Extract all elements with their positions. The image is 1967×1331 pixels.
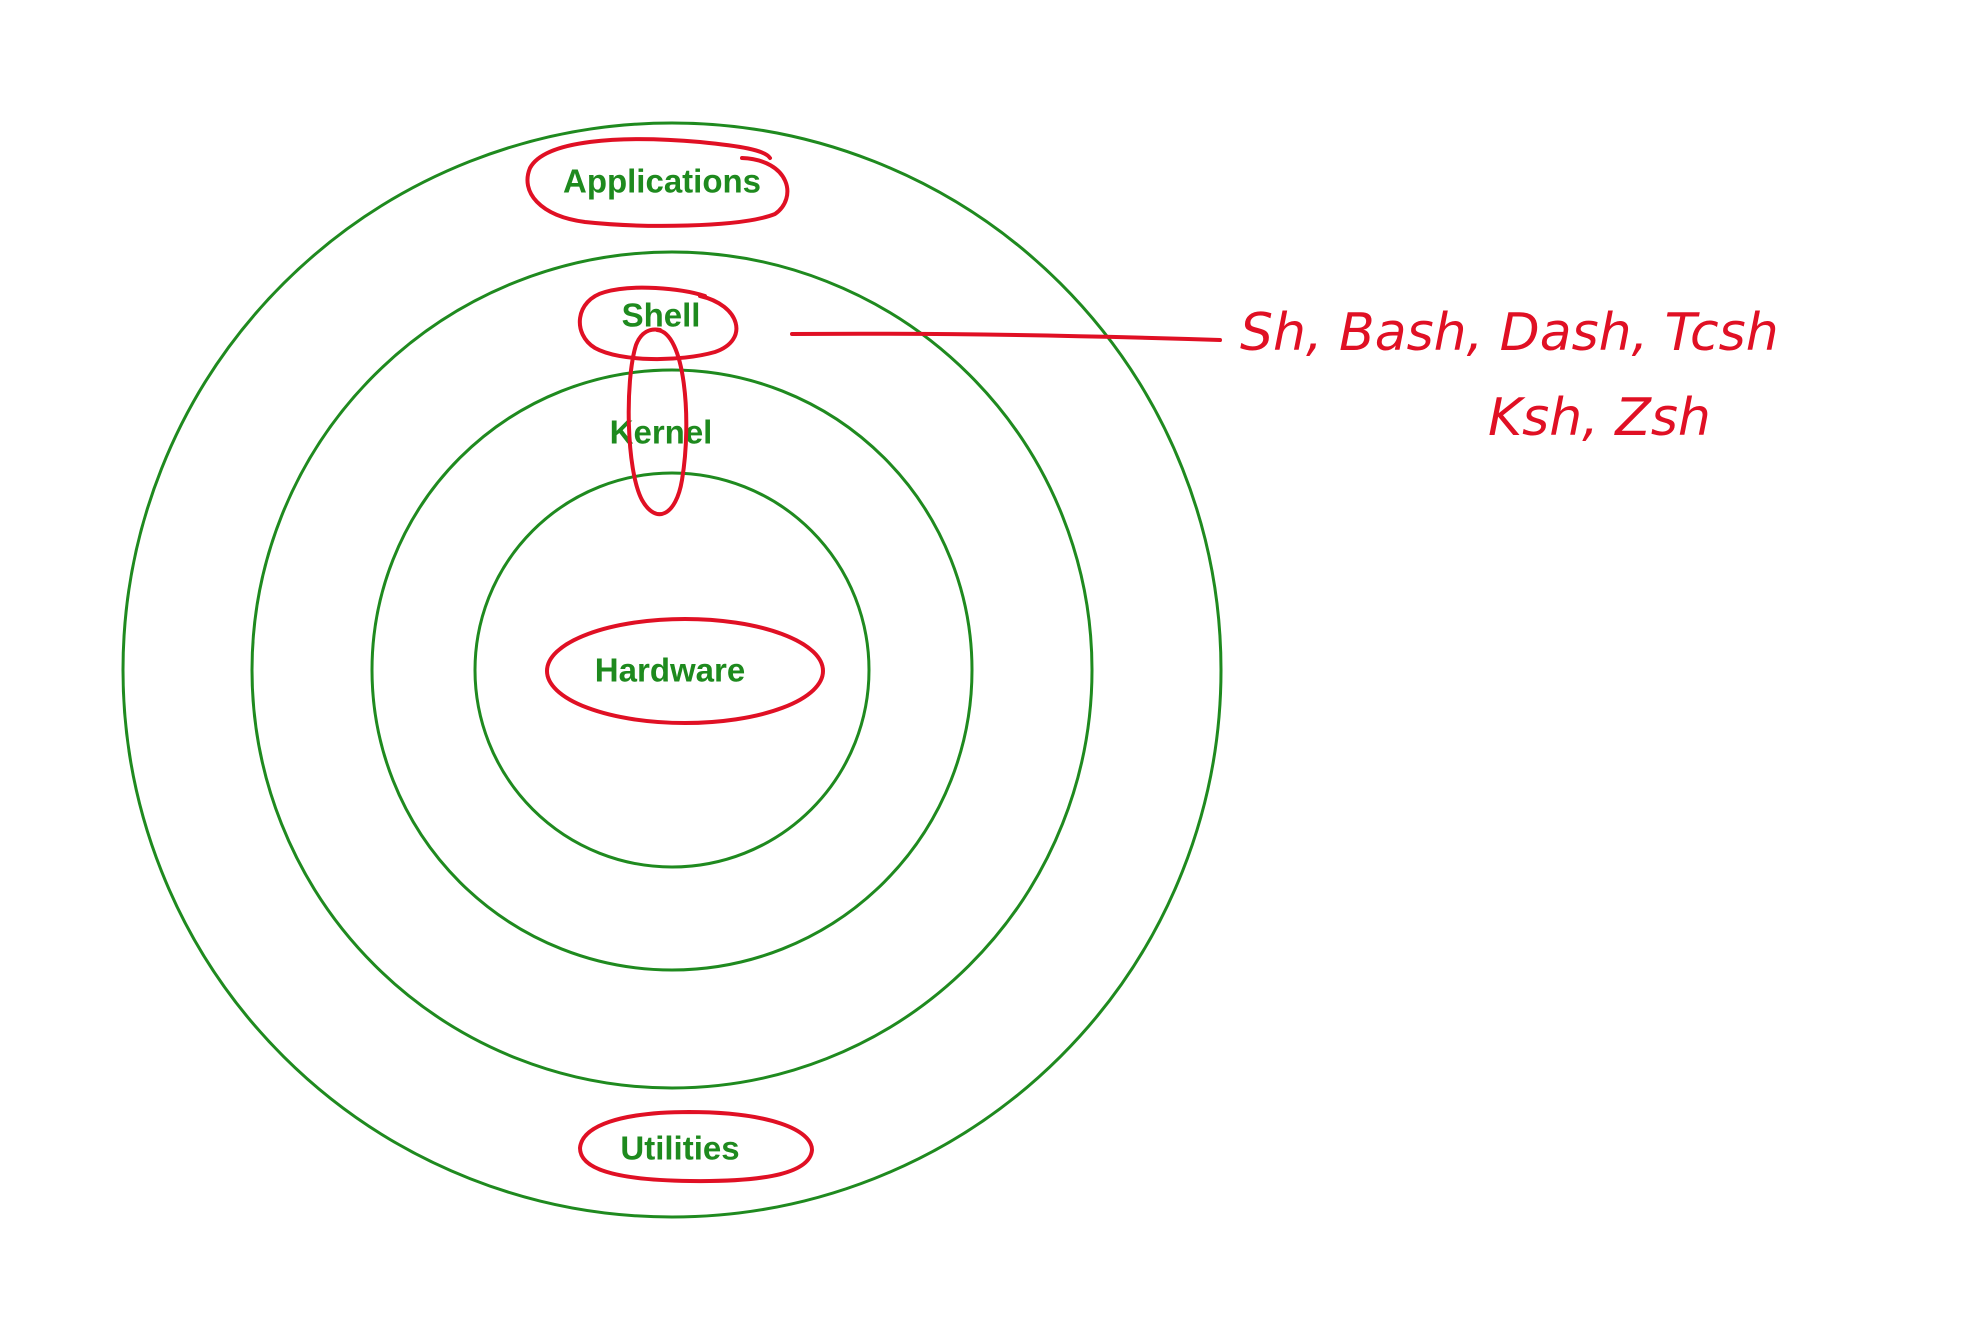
kernel-ring (370, 368, 974, 972)
applications-label: Applications (563, 163, 761, 200)
shell-types-note-line2: Ksh, Zsh (1488, 388, 1711, 448)
applications-highlight (525, 137, 790, 228)
shell-ring (250, 250, 1094, 1090)
shell-types-note-line1: Sh, Bash, Dash, Tcsh (1240, 303, 1779, 363)
hardware-label: Hardware (595, 652, 745, 689)
utilities-highlight (578, 1110, 814, 1184)
shell-label: Shell (622, 297, 701, 334)
utilities-label: Utilities (620, 1130, 739, 1167)
kernel-highlight (626, 327, 689, 517)
hardware-ring (473, 471, 871, 869)
kernel-label: Kernel (610, 414, 713, 451)
hardware-highlight (545, 617, 825, 725)
applications-ring (121, 121, 1223, 1219)
annotation-connector (790, 331, 1222, 342)
shell-highlight (577, 285, 739, 362)
